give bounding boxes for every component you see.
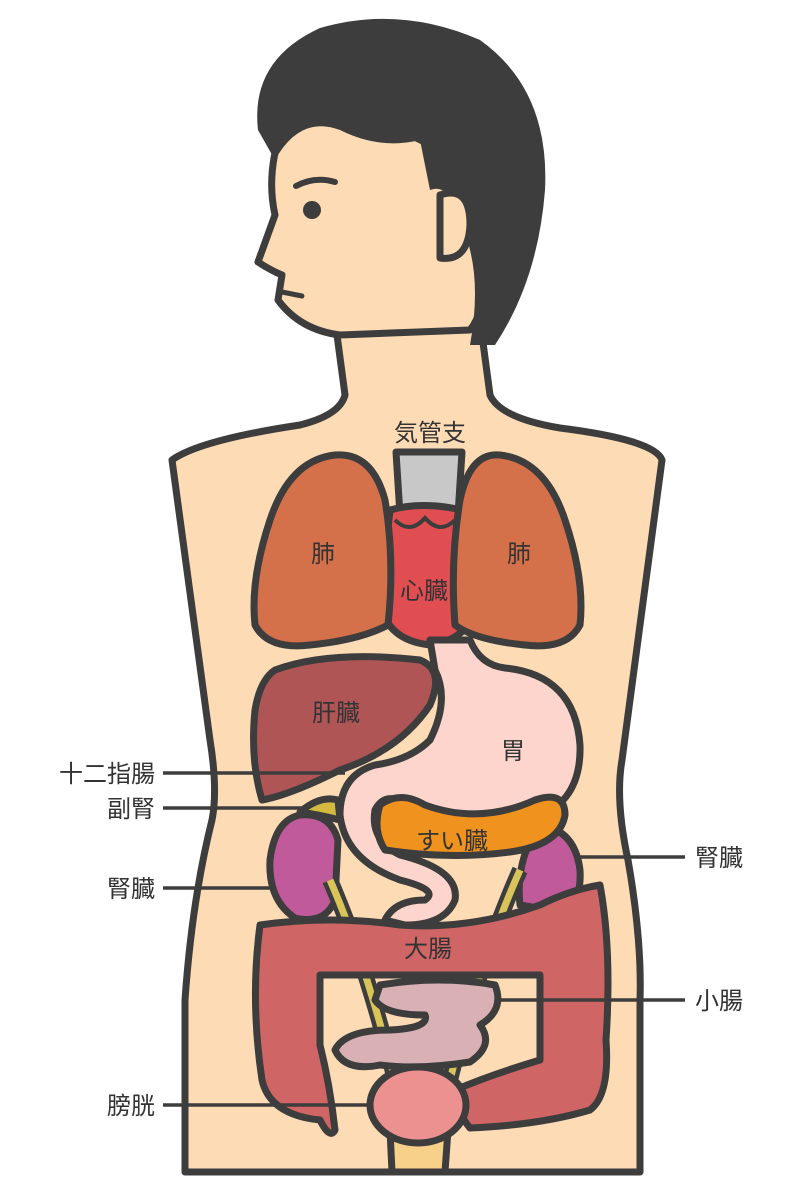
label-large-intestine: 大腸 [404, 935, 452, 963]
label-lung-right: 肺 [507, 540, 531, 568]
lung-left [250, 451, 395, 650]
label-heart: 心臓 [400, 577, 448, 605]
bladder [366, 1063, 470, 1147]
label-kidney-right: 腎臓 [695, 844, 743, 872]
label-kidney-left: 腎臓 [107, 875, 155, 903]
hair [257, 18, 546, 346]
label-pancreas: すい臓 [416, 827, 488, 855]
pancreas [373, 793, 569, 860]
label-bronchi: 気管支 [394, 419, 466, 447]
label-liver: 肝臓 [312, 699, 360, 727]
label-adrenal: 副腎 [107, 795, 155, 823]
heart-vessels [393, 514, 457, 529]
eye [303, 201, 321, 219]
label-small-intestine: 小腸 [695, 987, 743, 1015]
label-duodenum: 十二指腸 [59, 760, 155, 788]
stomach [336, 636, 584, 929]
small-intestine [331, 976, 502, 1071]
mouth [279, 289, 305, 299]
ear [436, 189, 474, 262]
kidney-left [266, 811, 342, 923]
liver [250, 653, 440, 804]
label-lung-left: 肺 [311, 540, 335, 568]
eyebrow [293, 176, 338, 189]
lung-right [449, 451, 585, 650]
label-bladder: 膀胱 [107, 1092, 155, 1120]
label-stomach: 胃 [501, 737, 525, 765]
